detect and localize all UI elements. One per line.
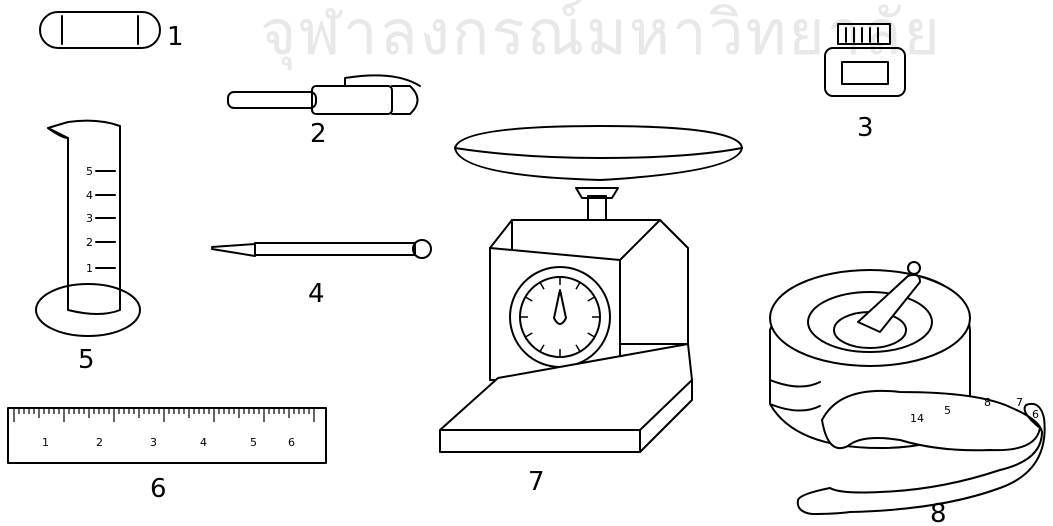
label-8: 8 bbox=[930, 499, 947, 526]
cylinder-tick: 3 bbox=[86, 212, 93, 225]
watermark-text: จุฬาลงกรณ์มหาวิทยาลัย bbox=[260, 0, 942, 70]
label-3: 3 bbox=[857, 113, 874, 143]
cylinder-tick: 2 bbox=[86, 236, 93, 249]
dial-tick bbox=[524, 332, 533, 338]
ruler-tick: 5 bbox=[250, 436, 257, 449]
label-7: 7 bbox=[528, 467, 545, 497]
label-2: 2 bbox=[310, 119, 327, 149]
tape-tick: 6 bbox=[1032, 408, 1039, 421]
cylinder-tick: 5 bbox=[86, 165, 93, 178]
dial-tick bbox=[539, 344, 545, 353]
ruler-tick: 1 bbox=[42, 436, 49, 449]
ruler-tick: 3 bbox=[150, 436, 157, 449]
dial-tick bbox=[575, 281, 581, 290]
capsule-icon bbox=[39, 11, 161, 49]
ink-bottle-icon bbox=[824, 23, 906, 97]
dial-tick bbox=[575, 344, 581, 353]
pin-icon bbox=[211, 239, 432, 259]
weighing-scale-icon bbox=[439, 125, 743, 453]
dial-tick bbox=[587, 296, 596, 302]
tape-tick: 5 bbox=[944, 404, 951, 417]
tape-tick: 14 bbox=[910, 412, 924, 425]
tape-tick: 8 bbox=[984, 396, 991, 409]
dial-tick bbox=[539, 281, 545, 290]
ruler-tick: 6 bbox=[288, 436, 295, 449]
ruler-tick: 2 bbox=[96, 436, 103, 449]
dial-tick bbox=[524, 296, 533, 302]
measuring-tape-icon: 14 5 8 7 6 bbox=[769, 261, 1046, 515]
label-5: 5 bbox=[78, 345, 95, 375]
tape-tick: 7 bbox=[1016, 396, 1023, 409]
ruler-tick: 4 bbox=[200, 436, 207, 449]
ruler-icon: 1 2 3 4 5 6 bbox=[7, 407, 327, 464]
cylinder-tick: 1 bbox=[86, 262, 93, 275]
measuring-cylinder-icon: 5 4 3 2 1 bbox=[35, 119, 141, 337]
pen-icon bbox=[227, 74, 421, 115]
label-1: 1 bbox=[167, 22, 184, 52]
dial-tick bbox=[587, 332, 596, 338]
label-4: 4 bbox=[308, 279, 325, 309]
label-6: 6 bbox=[150, 474, 167, 504]
cylinder-tick: 4 bbox=[86, 189, 93, 202]
